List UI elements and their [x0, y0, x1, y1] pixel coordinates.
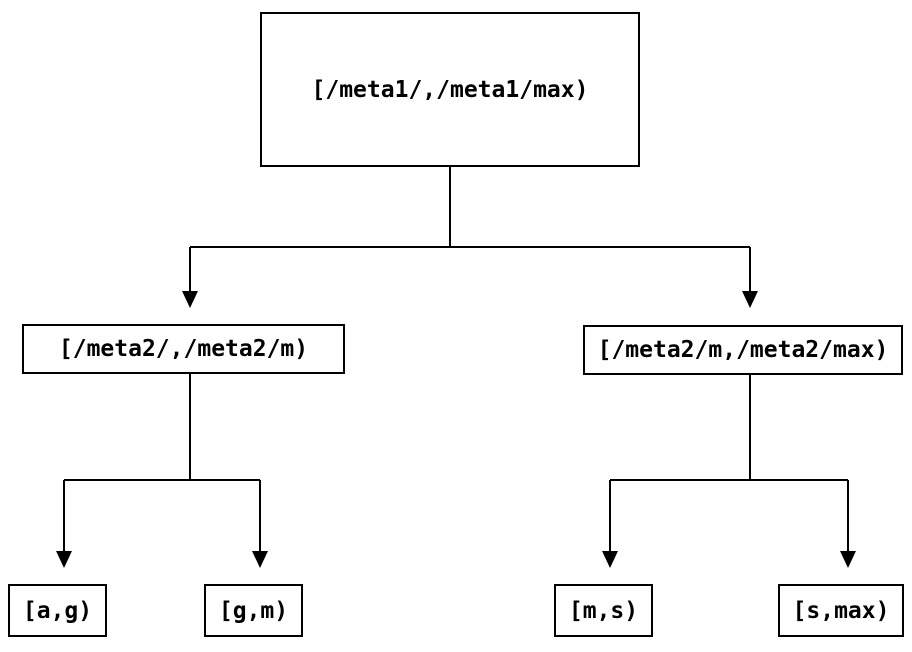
arrowhead-to-leaf-gm	[252, 551, 268, 568]
edge-level2-left-to-leaves	[63, 374, 261, 552]
node-leaf-a-g: [a,g)	[8, 584, 107, 637]
arrowhead-to-leaf-ag	[56, 551, 72, 568]
arrowhead-to-leaf-ms	[602, 551, 618, 568]
node-leaf-g-m: [g,m)	[204, 584, 303, 637]
arrowhead-to-level2-left	[182, 291, 198, 308]
arrowhead-to-level2-right	[742, 291, 758, 308]
node-meta2-upper-range: [/meta2/m,/meta2/max)	[583, 325, 903, 375]
node-meta2-lower-range: [/meta2/,/meta2/m)	[22, 324, 345, 374]
edge-level2-right-to-leaves	[609, 375, 849, 552]
node-leaf-s-max: [s,max)	[778, 584, 904, 637]
edge-root-to-level2	[189, 167, 751, 292]
arrowhead-to-leaf-smax	[840, 551, 856, 568]
node-leaf-m-s: [m,s)	[554, 584, 653, 637]
node-root-meta1-range: [/meta1/,/meta1/max)	[260, 12, 640, 167]
